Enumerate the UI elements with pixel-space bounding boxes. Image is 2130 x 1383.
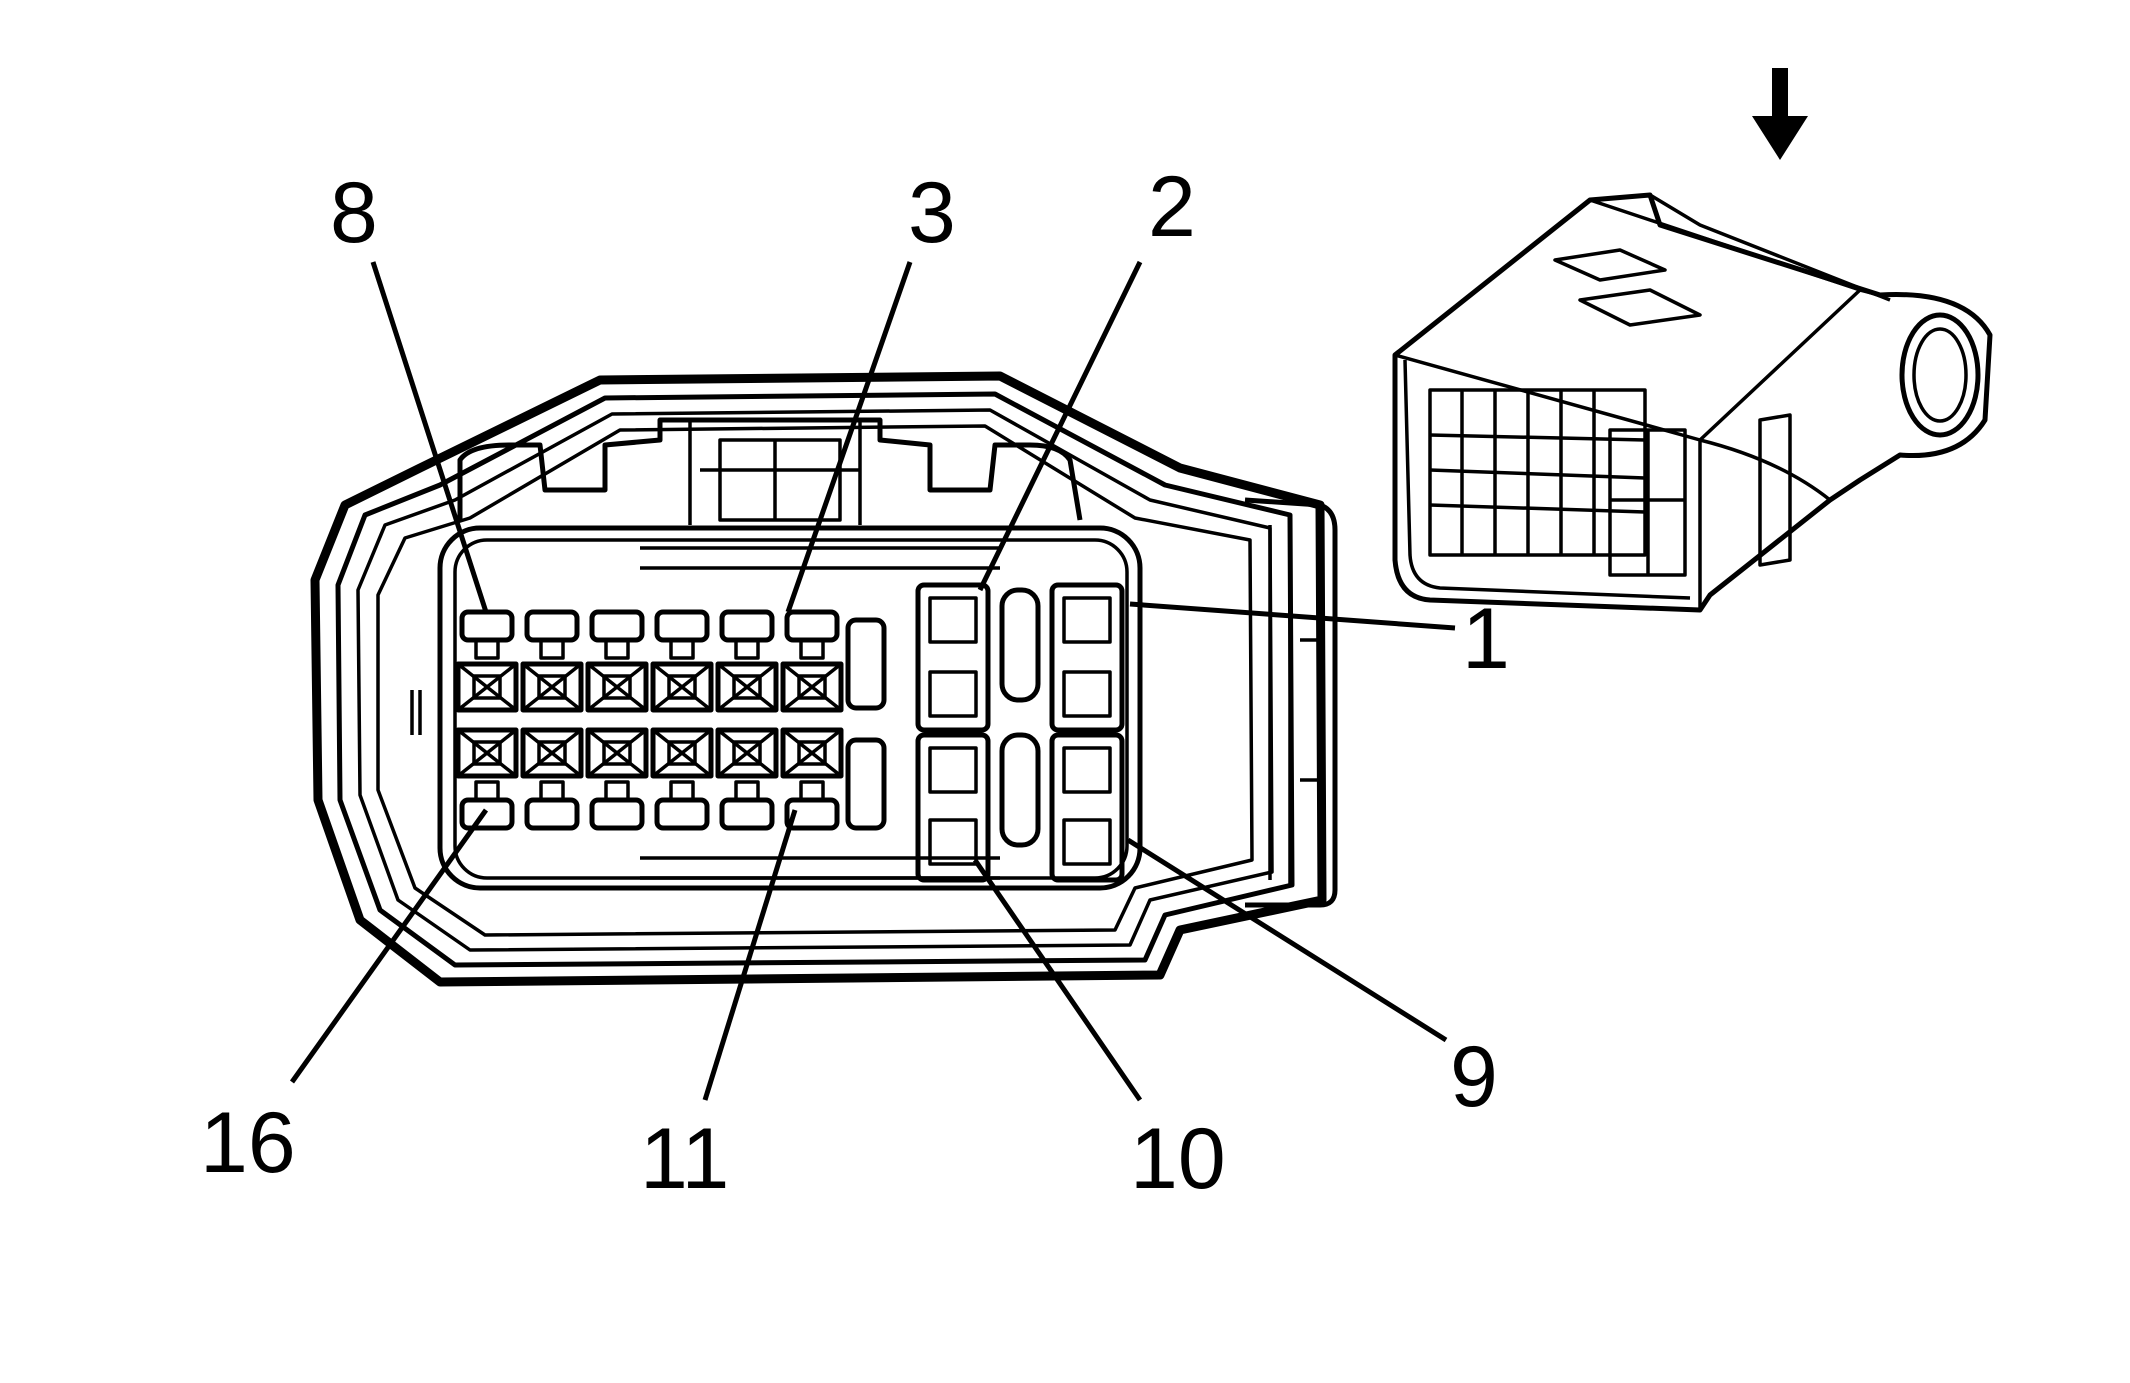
cavity-pin-9 xyxy=(1049,732,1125,883)
pin-cavity-bottom xyxy=(585,727,649,831)
pin-label-1: 1 xyxy=(1462,591,1510,687)
leader-1 xyxy=(1129,601,1456,631)
pin-labels: 8 3 2 1 9 10 11 16 xyxy=(200,159,1510,1207)
pin-label-2: 2 xyxy=(1148,159,1196,255)
pin-cavity-bottom xyxy=(520,727,584,831)
pin-label-16: 16 xyxy=(200,1095,296,1191)
cavity-pin-2 xyxy=(915,582,991,733)
leader-8 xyxy=(370,261,489,613)
connector-3d-icon xyxy=(1392,192,1993,613)
leader-9 xyxy=(1126,837,1448,1043)
leader-3 xyxy=(785,261,913,613)
cavity-pin-1 xyxy=(1049,582,1125,733)
leader-11 xyxy=(702,809,798,1101)
side-lock-tab xyxy=(1244,497,1338,908)
pin-cavity-top xyxy=(780,609,844,713)
pin-cavity-bottom xyxy=(780,727,844,831)
pin-label-3: 3 xyxy=(908,165,956,261)
thumbnail-pin-grid xyxy=(1428,388,1687,577)
connector-cavity xyxy=(437,525,1143,891)
pin-cavity-bottom xyxy=(650,727,714,831)
pin-cavity-grid xyxy=(455,609,844,831)
connector-face-view xyxy=(310,371,1338,987)
cavity-pin-10 xyxy=(915,732,991,883)
pin-cavity-top xyxy=(715,609,779,713)
locking-latch xyxy=(457,417,1083,521)
leader-10 xyxy=(972,858,1143,1102)
leader-2 xyxy=(977,260,1143,592)
pin-label-9: 9 xyxy=(1450,1029,1498,1125)
pin-label-8: 8 xyxy=(330,165,378,261)
pin-cavity-bottom xyxy=(715,727,779,831)
connector-housing-outer xyxy=(310,371,1327,987)
power-pin-cavities xyxy=(915,582,1125,883)
pin-cavity-top xyxy=(455,609,519,713)
separator-ribs xyxy=(845,587,1041,848)
down-arrow-icon xyxy=(1752,68,1808,160)
pin-label-11: 11 xyxy=(640,1111,729,1207)
pin-cavity-top xyxy=(585,609,649,713)
pin-cavity-top xyxy=(520,609,584,713)
pin-label-10: 10 xyxy=(1130,1111,1226,1207)
leader-lines xyxy=(289,260,1456,1102)
pin-cavity-bottom xyxy=(455,727,519,831)
pin-cavity-top xyxy=(650,609,714,713)
leader-16 xyxy=(289,808,489,1084)
